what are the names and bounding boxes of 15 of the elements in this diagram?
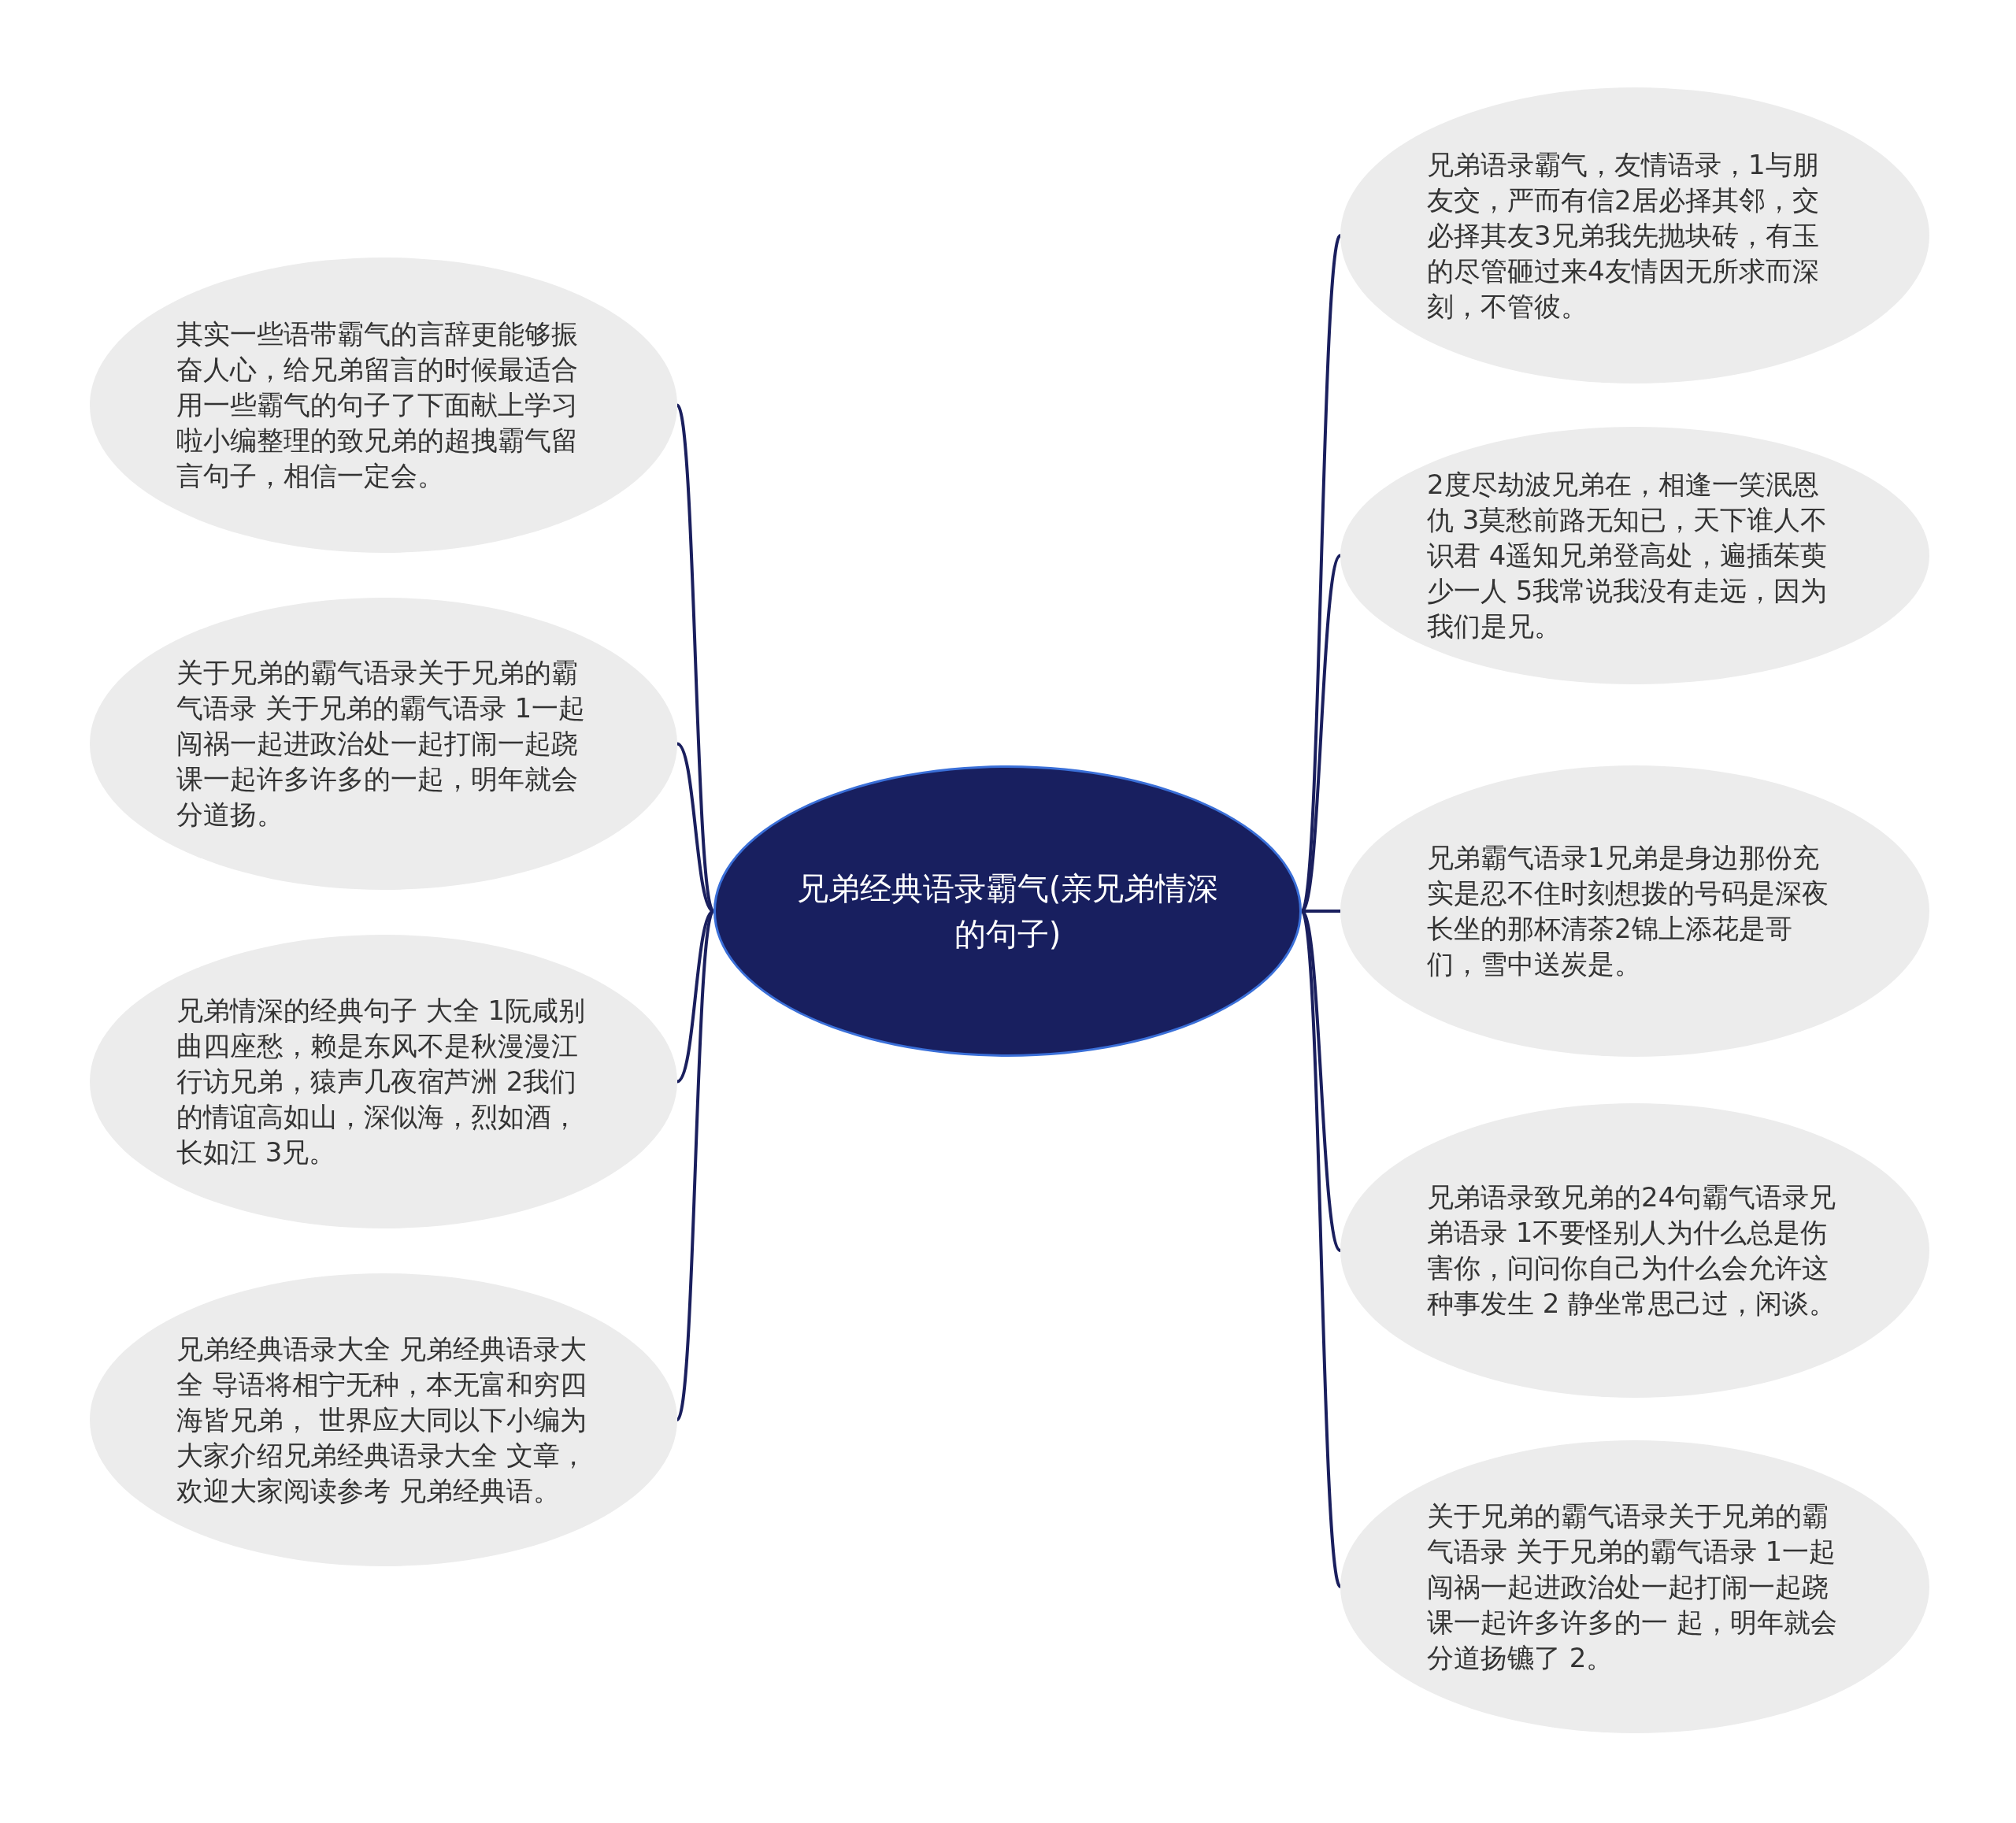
topic-text: 关于兄弟的霸气语录关于兄弟的霸气语录 关于兄弟的霸气语录 1一起闯祸一起进政治处一起打闹一起跷课一起许多许多的一 起，明年就会分道扬镳了 2。: [1427, 1499, 1838, 1675]
connector-line: [676, 404, 715, 912]
connector-line: [1300, 235, 1342, 912]
connector-line: [676, 910, 715, 1421]
connector-line: [1302, 910, 1340, 913]
topic-text: 兄弟语录致兄弟的24句霸气语录兄弟语录 1不要怪别人为什么总是伤害你，问问你自己为什么会允许这种事发生 2 静坐常思己过，闲谈。: [1427, 1180, 1837, 1321]
topic-text: 兄弟情深的经典句子 大全 1阮咸别曲四座愁，赖是东风不是秋漫漫江行访兄弟，猿声几夜宿芦洲 2我们的情谊高如山，深似海，烈如酒，长如江 3兄。: [176, 994, 587, 1169]
connector-line: [1300, 910, 1342, 1588]
topic-text: 兄弟经典语录大全 兄弟经典语录大全 导语将相宁无种，本无富和穷四海皆兄弟， 世界应大同以下小编为大家介绍兄弟经典语录大全 文章，欢迎大家阅读参考 兄弟经典语。: [176, 1332, 587, 1508]
topic-text: 兄弟语录霸气，友情语录，1与朋友交，严而有信2居必择其邻，交必择其友3兄弟我先抛块砖，有玉的尽管砸过来4友情因无所求而深刻，不管彼。: [1427, 147, 1820, 324]
topic-text: 其实一些语带霸气的言辞更能够振奋人心，给兄弟留言的时候最适合用一些霸气的句子了下面献上学习啦小编整理的致兄弟的超拽霸气留言句子，相信一定会。: [176, 317, 579, 493]
topic-text: 关于兄弟的霸气语录关于兄弟的霸气语录 关于兄弟的霸气语录 1一起闯祸一起进政治处一起打闹一起跷课一起许多许多的一起，明年就会分道扬。: [176, 656, 587, 832]
topic-text: 兄弟霸气语录1兄弟是身边那份充实是忍不住时刻想拨的号码是深夜长坐的那杯清茶2锦上添花是哥们，雪中送炭是。: [1427, 841, 1829, 981]
central-topic-text: 兄弟经典语录霸气(亲兄弟情深的句子): [795, 869, 1220, 954]
topic-text: 2度尽劫波兄弟在，相逢一笑泯恩仇 3莫愁前路无知已，天下谁人不识君 4遥知兄弟登高处，遍插茱萸少一人 5我常说我没有走远，因为我们是兄。: [1427, 468, 1829, 643]
